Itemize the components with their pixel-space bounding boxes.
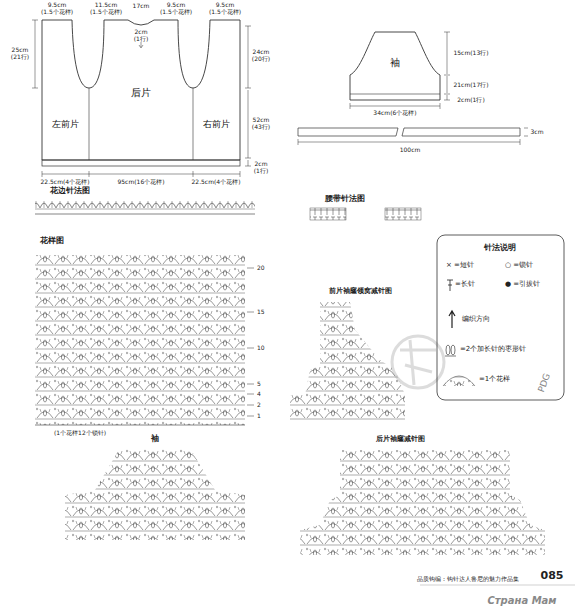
dimension: 9.5cm (1.5个花样) [41, 2, 73, 15]
legend-text: 编织方向 [462, 316, 490, 324]
dimension: 15cm(13行) [453, 50, 488, 57]
legend-text: =2个加长针的枣形针 [460, 346, 526, 354]
chart-title: 花样图 [40, 237, 64, 246]
dimension: 22.5cm(4个花样) [40, 179, 89, 186]
row-number: 1 [257, 413, 261, 420]
chart-note: (1个花样12个锁针) [54, 430, 106, 437]
legend-text: ● =引拔针 [505, 281, 540, 289]
dimension: 95cm(16个花样) [117, 179, 164, 186]
dimension: 9.5cm (1.5个花样) [160, 2, 192, 15]
dimension: 3cm [531, 129, 544, 136]
dimension: 22.5cm(4个花样) [191, 179, 240, 186]
piece-label: 袖 [390, 56, 400, 70]
dimension: 24cm (20行) [252, 49, 270, 62]
legend-text: =长针 [455, 281, 475, 289]
piece-label: 右前片 [203, 118, 230, 131]
watermark: Страна Мам [487, 595, 556, 606]
legend-text: ○ =锁针 [505, 262, 533, 270]
garment-piece: 右前片 [193, 88, 240, 160]
garment-piece: 后片 [89, 26, 193, 160]
page-number: 085 [541, 570, 564, 582]
chart-title: 腰带针法图 [325, 195, 365, 204]
garment-piece: 左前片 [42, 88, 89, 160]
row-number: 4 [257, 391, 261, 398]
dimension: 52cm (43行) [252, 117, 270, 130]
chart-title: 袖 [151, 435, 159, 444]
dimension: 2cm (1行) [254, 161, 269, 174]
dimension: 21cm(17行) [453, 82, 488, 89]
chart-title: 花边针法图 [50, 187, 90, 196]
garment-piece: 袖 [350, 32, 440, 94]
row-number: 10 [257, 345, 265, 352]
dimension: 100cm [400, 147, 421, 154]
dimension: 17cm [133, 3, 150, 10]
piece-label: 后片 [131, 86, 151, 100]
legend-text: =1个花样 [479, 376, 510, 384]
dimension: 2cm(1行) [457, 97, 484, 104]
dimension: 11.5cm (1.5个花样) [90, 2, 122, 15]
dimension: 34cm(6个花样) [373, 110, 416, 117]
dimension: 9.5cm (1.5个花样) [209, 2, 241, 15]
footer-note: 品质钩编：钩针达人鲁尼的魅力作品集 [417, 576, 519, 582]
dimension: 25cm (21行) [11, 47, 29, 60]
dimension: 2cm (1行) [134, 29, 149, 42]
legend-title: 针法说明 [484, 244, 516, 253]
piece-label: 左前片 [52, 118, 79, 131]
chart-title: 前片袖窿领窝减针图 [329, 288, 392, 296]
row-number: 20 [257, 265, 265, 272]
row-number: 15 [257, 309, 265, 316]
watermark: PDG [537, 372, 553, 394]
chart-title: 后片袖窿减针图 [376, 436, 425, 444]
legend-text: × =短针 [446, 262, 474, 270]
row-number: 2 [257, 402, 261, 409]
row-number: 5 [257, 381, 261, 388]
